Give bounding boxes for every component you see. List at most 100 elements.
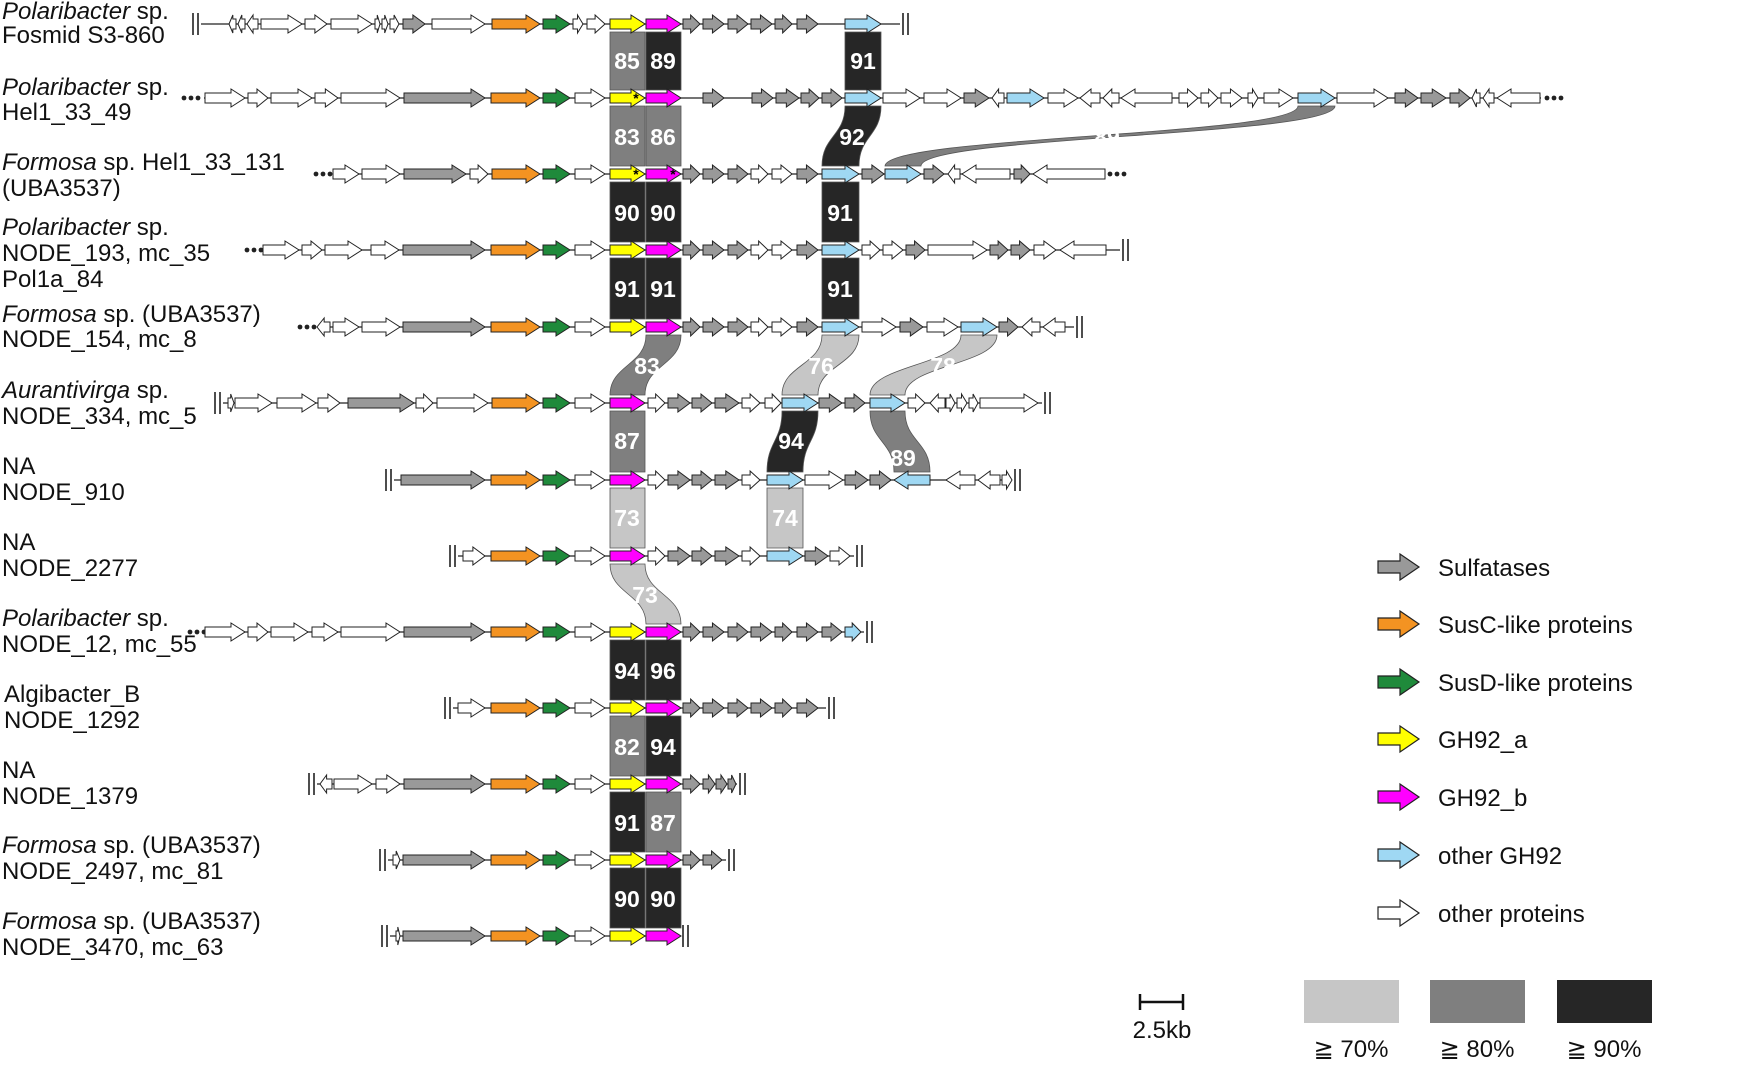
other-protein-gene <box>1178 87 1199 109</box>
sulfatase-gene <box>800 87 820 109</box>
cluster-label-line: NODE_154, mc_8 <box>2 326 197 353</box>
gh92a-gene <box>609 317 646 337</box>
identity-value: 92 <box>839 124 865 150</box>
other-protein-gene <box>574 698 606 718</box>
label-text: NA <box>2 529 35 556</box>
other-protein-gene <box>462 546 486 566</box>
gh92b-gene <box>609 546 646 566</box>
identity-value: 91 <box>614 810 640 836</box>
other-protein-gene <box>647 545 666 567</box>
other-gh92-gene <box>884 164 922 184</box>
other-protein-gene <box>947 163 961 185</box>
other-protein-gene <box>1336 88 1389 108</box>
label-text: NODE_2277 <box>2 555 138 582</box>
gh92a-gene <box>609 926 646 946</box>
identity-link <box>821 181 860 243</box>
cluster-label-line: Pol1a_84 <box>2 266 103 293</box>
cluster-row <box>187 621 873 643</box>
continuation-dots <box>251 247 257 253</box>
continuation-dots <box>304 324 310 330</box>
other-protein-gene <box>647 392 666 414</box>
sulfatase-gene <box>998 316 1019 338</box>
sulfatase-gene <box>750 621 773 643</box>
gh92b-gene <box>645 88 682 108</box>
other-protein-gene <box>262 240 300 260</box>
cluster-label-line: NODE_2277 <box>2 555 138 582</box>
cluster-label-line: NODE_1292 <box>4 707 140 734</box>
identity-link <box>645 181 682 243</box>
sulfatase-gene <box>844 470 869 490</box>
susc-gene <box>490 698 541 718</box>
other-protein-gene <box>333 774 373 794</box>
susd-gene <box>542 240 571 260</box>
identity-label: ≧ 90% <box>1567 1036 1642 1063</box>
scale-label: 2.5kb <box>1133 1017 1192 1044</box>
identity-value: 87 <box>650 810 676 836</box>
sulfatase-gene <box>702 87 725 109</box>
identity-value: 94 <box>614 658 640 684</box>
other-protein-gene <box>260 14 303 34</box>
susd-gene <box>542 393 571 413</box>
sulfatase-gene <box>403 622 486 642</box>
legend-label: other proteins <box>1438 901 1585 928</box>
sulfatase-gene <box>403 164 467 184</box>
gh92b-gene <box>645 850 682 870</box>
sulfatase-gene <box>667 470 691 490</box>
other-protein-gene <box>361 164 401 184</box>
identity-value: 90 <box>614 886 640 912</box>
other-gh92-gene <box>893 470 931 490</box>
other-protein-gene <box>750 316 769 338</box>
cluster-label-line: Formosa sp. Hel1_33_131 <box>2 149 285 176</box>
label-text: NA <box>2 757 35 784</box>
cluster-label-line: (UBA3537) <box>2 175 121 202</box>
continuation-dots <box>320 171 326 177</box>
sulfatase-gene <box>796 621 819 643</box>
asterisk-mark: * <box>670 166 676 182</box>
sulfatase-gene <box>727 163 749 185</box>
sulfatase-gene <box>691 392 713 414</box>
other-gh92-gene <box>821 164 860 184</box>
continuation-dots <box>311 324 317 330</box>
other-protein-gene <box>574 850 606 870</box>
sulfatase-gene <box>347 393 415 413</box>
other-protein-gene <box>1021 316 1041 338</box>
other-protein-gene <box>574 88 606 108</box>
other-gh92-gene <box>844 621 862 643</box>
gh92a-gene <box>609 240 646 260</box>
identity-value: 89 <box>1094 124 1120 150</box>
other-protein-gene <box>771 239 793 261</box>
other-gh92-gene <box>821 317 860 337</box>
other-protein-gene <box>1471 88 1481 108</box>
other-protein-gene <box>270 622 309 642</box>
other-protein-gene <box>332 164 360 184</box>
sulfatase-gene <box>796 163 819 185</box>
identity-value: 91 <box>850 48 876 74</box>
other-protein-gene <box>926 317 959 337</box>
susc-gene <box>490 850 541 870</box>
other-protein-gene <box>246 13 259 35</box>
cluster-label-line: Polaribacter sp. <box>2 605 169 632</box>
legend-swatch <box>1377 724 1421 754</box>
continuation-dots <box>297 324 303 330</box>
cluster-label-line: Polaribacter sp. <box>2 214 169 241</box>
cluster-label-line: Hel1_33_49 <box>2 99 131 126</box>
identity-value: 90 <box>650 886 676 912</box>
identity-link <box>609 563 682 625</box>
sulfatase-gene <box>821 87 843 109</box>
other-gh92-gene <box>766 546 804 566</box>
gene-cluster-rows: *** <box>181 13 1564 947</box>
sulfatase-gene <box>702 621 725 643</box>
label-text: sp. (UBA3537) <box>97 832 261 859</box>
label-text: NODE_3470, mc_63 <box>2 934 223 961</box>
gh92b-gene <box>645 926 682 946</box>
identity-link <box>645 105 682 167</box>
other-protein-gene <box>228 14 237 34</box>
cluster-row <box>313 163 1127 185</box>
identity-link <box>609 791 646 853</box>
continuation-dots <box>188 95 194 101</box>
identity-label: ≧ 70% <box>1314 1036 1389 1063</box>
susc-gene <box>491 164 541 184</box>
other-protein-gene <box>330 14 373 34</box>
cluster-row <box>244 239 1129 261</box>
identity-link <box>766 410 819 473</box>
